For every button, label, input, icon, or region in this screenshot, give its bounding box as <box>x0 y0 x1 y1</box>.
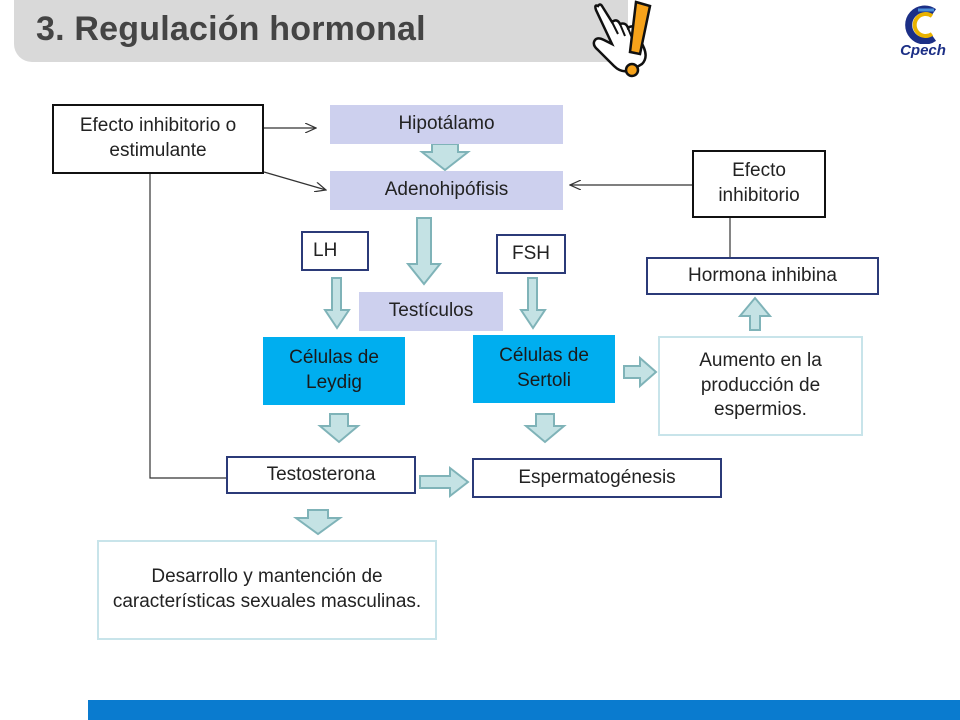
espermatogenesis-box: Espermatogénesis <box>472 458 722 498</box>
arrow-down-adenohipofisis <box>405 217 443 286</box>
celulas-sertoli-box: Células de Sertoli <box>473 335 615 403</box>
arrow-right-sertoli <box>623 355 658 389</box>
arrow-up-aumento <box>737 296 773 331</box>
arrow-right-testosterona <box>419 465 470 499</box>
testiculos-box: Testículos <box>359 292 503 331</box>
aumento-produccion-box: Aumento en la producción de espermios. <box>658 336 863 436</box>
pointing-hand-icon <box>592 0 652 78</box>
lh-box: LH <box>301 231 369 271</box>
efecto-inhibitorio-estimulante-box: Efecto inhibitorio o estimulante <box>52 104 264 174</box>
cpech-logo-icon <box>905 5 937 45</box>
efecto-inhibitorio-box: Efecto inhibitorio <box>692 150 826 218</box>
title-banner <box>14 0 628 62</box>
arrow-down-lh <box>323 277 351 330</box>
testosterone-feedback-line <box>149 174 226 479</box>
hipotalamo-box: Hipotálamo <box>330 105 563 144</box>
hormona-inhibina-box: Hormona inhibina <box>646 257 879 295</box>
arrow-down-hipotalamo <box>419 143 471 172</box>
arrow-down-sertoli <box>523 413 567 444</box>
testosterona-box: Testosterona <box>226 456 416 494</box>
fsh-box: FSH <box>496 234 566 274</box>
cpech-logo: Cpech <box>888 4 958 64</box>
logo-text: Cpech <box>900 42 946 59</box>
arrow-down-leydig <box>317 413 361 444</box>
celulas-leydig-box: Células de Leydig <box>263 337 405 405</box>
page-title: 3. Regulación hormonal <box>36 10 426 48</box>
bottom-bar <box>88 700 960 720</box>
arrow-down-fsh <box>519 277 547 330</box>
arrow-down-testosterona <box>292 509 344 536</box>
arrow-to-adenohipofisis-left <box>263 171 326 190</box>
adenohipofisis-box: Adenohipófisis <box>330 171 563 210</box>
desarrollo-box: Desarrollo y mantención de característic… <box>97 540 437 640</box>
